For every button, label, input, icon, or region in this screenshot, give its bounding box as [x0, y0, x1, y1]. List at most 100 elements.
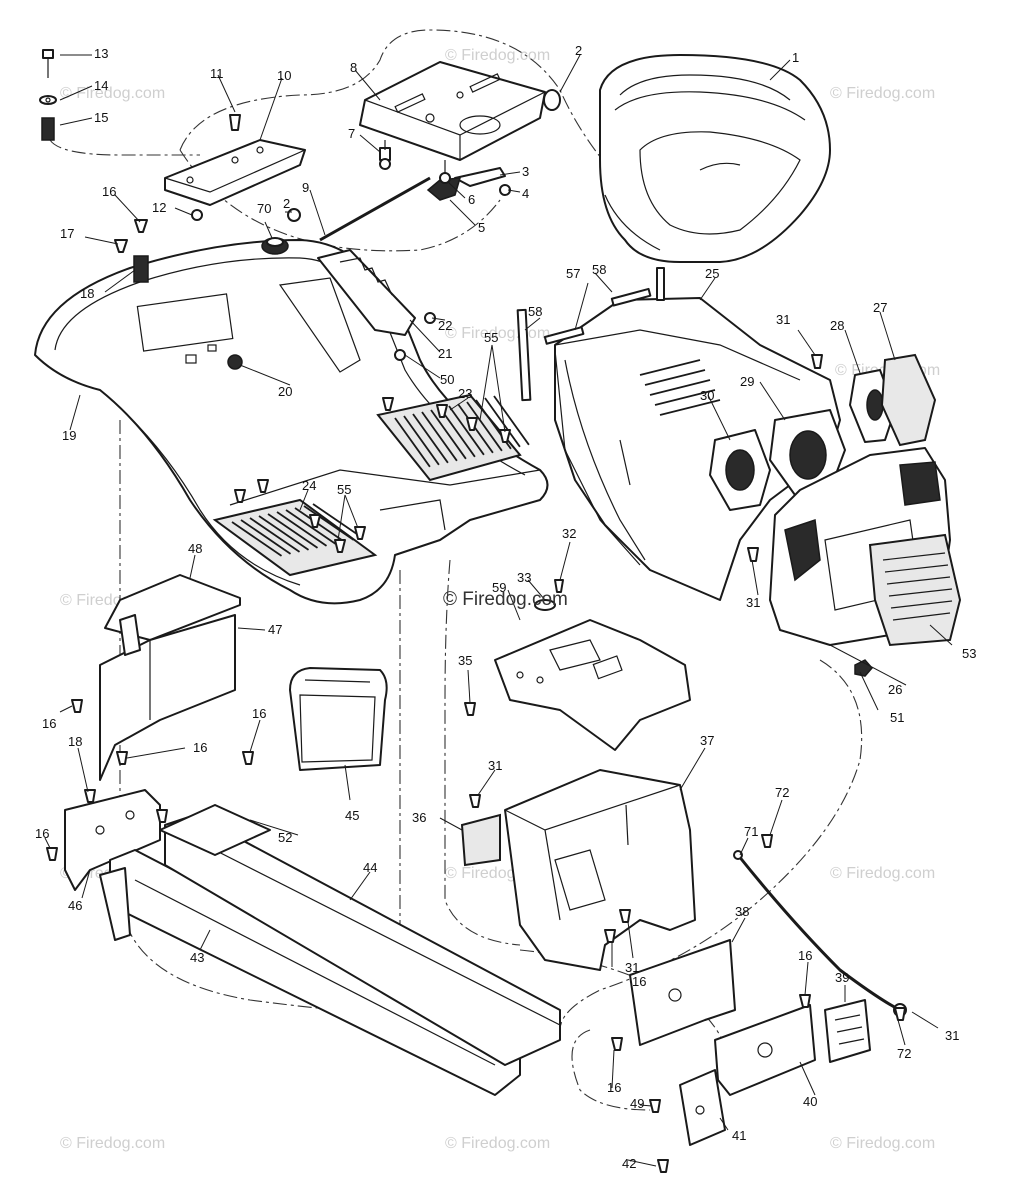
callout-label: 42: [622, 1156, 636, 1171]
callout-label: 30: [700, 388, 714, 403]
callout-label: 48: [188, 541, 202, 556]
callout-label: 31: [488, 758, 502, 773]
tread-line: [294, 507, 346, 543]
callout-label: 8: [350, 60, 357, 75]
callout-label: 22: [438, 318, 452, 333]
nut: [854, 659, 873, 677]
callout-label: 46: [68, 898, 82, 913]
tread-line: [448, 405, 485, 456]
callout-label: 25: [705, 266, 719, 281]
callout-label: 53: [962, 646, 976, 661]
seat-pan: [359, 61, 546, 161]
watermark: © Firedog.com: [830, 85, 935, 102]
callout-label: 6: [468, 192, 475, 207]
callout-label: 5: [478, 220, 485, 235]
watermark: © Firedog.com: [445, 47, 550, 64]
callout-label: 55: [484, 330, 498, 345]
callout-label: 16: [35, 826, 49, 841]
callout-label: 38: [735, 904, 749, 919]
watermark: © Firedog.com: [60, 85, 165, 102]
footrest-right: [376, 393, 522, 482]
watermark: © Firedog.com: [60, 1135, 165, 1152]
tread-line: [439, 407, 476, 458]
phantom-line-dash-curve: [444, 559, 521, 946]
steering-support: [460, 769, 696, 971]
callout-label: 18: [80, 286, 94, 301]
callout-label: 37: [700, 733, 714, 748]
tread-line: [421, 411, 458, 462]
callout-labels: 1 2 2 3 4 5 6 7 8 9 10 11 12 13 14 15 16…: [35, 43, 976, 1171]
callout-label: 29: [740, 374, 754, 389]
callout-label: 12: [152, 200, 166, 215]
tread-line: [267, 513, 319, 549]
fender-fasteners: [114, 219, 511, 553]
callout-label: 16: [193, 740, 207, 755]
tread-line: [303, 505, 355, 541]
callout-label: 26: [888, 682, 902, 697]
callout-label: 58: [592, 262, 606, 277]
callout-label: 31: [625, 960, 639, 975]
callout-label: 52: [278, 830, 292, 845]
phantom-line-strap: [49, 139, 200, 156]
callout-label: 23: [458, 386, 472, 401]
grille: [769, 447, 962, 677]
seat: [599, 54, 831, 263]
bracket-47-48: [99, 574, 241, 781]
footrest-left: [212, 498, 378, 577]
callout-label: 18: [68, 734, 82, 749]
callout-label: 3: [522, 164, 529, 179]
phantom-line-seat-arc: [179, 29, 701, 251]
callout-label: 31: [945, 1028, 959, 1043]
footrest-pads: [212, 393, 530, 577]
callout-label: 9: [302, 180, 309, 195]
washer: [439, 172, 451, 184]
callout-label: 4: [522, 186, 529, 201]
callout-label: 72: [897, 1046, 911, 1061]
callout-label: 15: [94, 110, 108, 125]
tread-line: [493, 395, 530, 446]
fuel-cap: [261, 237, 289, 255]
grille-insert: [868, 533, 962, 647]
rod: [287, 176, 431, 242]
callout-label: 31: [776, 312, 790, 327]
callout-label: 51: [890, 710, 904, 725]
battery-box: [289, 667, 388, 771]
callout-label: 1: [792, 50, 799, 65]
tread-line: [240, 519, 292, 555]
callout-label: 16: [42, 716, 56, 731]
plate-36: [460, 813, 501, 867]
callout-label: 20: [278, 384, 292, 399]
callout-label: 49: [630, 1096, 644, 1111]
callout-label: 41: [732, 1128, 746, 1143]
callout-label: 28: [830, 318, 844, 333]
callout-label: 32: [562, 526, 576, 541]
fender-opening: [136, 293, 234, 352]
hood-screws: [747, 354, 823, 562]
callout-label: 13: [94, 46, 108, 61]
watermark: © Firedog.com: [830, 865, 935, 882]
grommet: [227, 354, 243, 370]
screw: [229, 114, 241, 131]
bolt: [379, 147, 391, 161]
cable: [733, 850, 907, 1017]
hood-vents: [639, 359, 721, 416]
leader-lines: [44, 54, 953, 1167]
callout-label: 59: [492, 580, 506, 595]
tread-line: [312, 503, 364, 539]
seat-bracket: [454, 167, 506, 187]
lower-brackets: [629, 939, 871, 1146]
callout-label: 72: [775, 785, 789, 800]
tread-line: [394, 417, 431, 468]
callout-label: 16: [252, 706, 266, 721]
callout-label: 44: [363, 860, 377, 875]
callout-label: 16: [102, 184, 116, 199]
callout-label: 70: [257, 201, 271, 216]
callout-label: 19: [62, 428, 76, 443]
tread-line: [276, 511, 328, 547]
tread-line: [430, 409, 467, 460]
callout-label: 35: [458, 653, 472, 668]
callout-label: 7: [348, 126, 355, 141]
callout-label: 17: [60, 226, 74, 241]
callout-label: 11: [210, 66, 224, 81]
